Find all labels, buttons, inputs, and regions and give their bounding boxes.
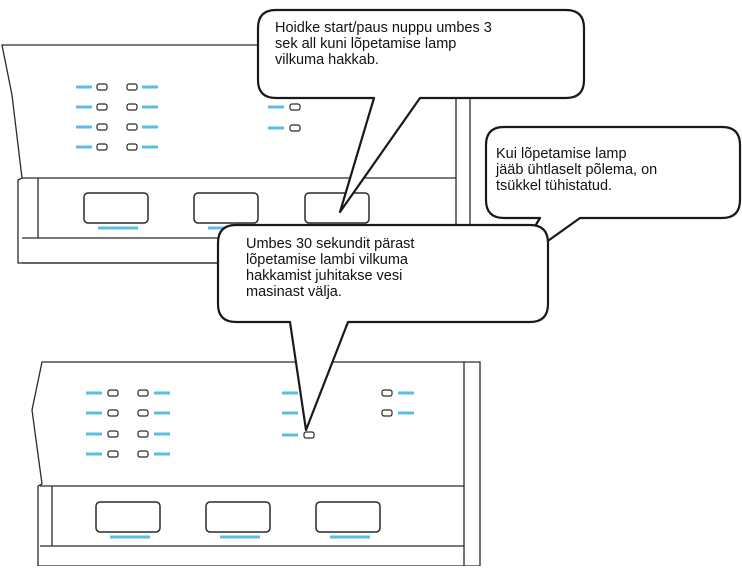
callout-water-drain: Umbes 30 sekundit pärast lõpetamise lamb… — [216, 223, 550, 432]
option-button[interactable] — [83, 192, 149, 224]
callout-line: hakkamist juhitakse vesi — [246, 268, 402, 284]
callout-line: masinast välja. — [246, 284, 342, 300]
callout-line: Kui lõpetamise lamp — [496, 146, 627, 162]
indicator-row — [76, 123, 158, 131]
indicator-row — [86, 450, 170, 458]
indicator-grid-top — [76, 83, 404, 151]
callout-line: tsükkel tühistatud. — [496, 178, 612, 194]
indicator-row — [86, 389, 170, 397]
callout-bubble — [216, 223, 550, 432]
callout-line: Hoidke start/paus nuppu umbes 3 — [275, 20, 492, 36]
callout-text: Hoidke start/paus nuppu umbes 3 sek all … — [275, 20, 496, 68]
callout-text: Kui lõpetamise lamp jääb ühtlaselt põlem… — [495, 146, 661, 194]
indicator-row — [76, 103, 158, 111]
callout-line: sek all kuni lõpetamise lamp — [275, 36, 456, 52]
indicator-row — [76, 143, 158, 151]
indicator-row — [86, 409, 170, 417]
status-indicator — [268, 103, 301, 111]
status-indicator — [381, 409, 414, 417]
finish-lamp — [282, 431, 315, 439]
indicator-row — [76, 83, 158, 91]
indicator-grid-bottom — [86, 389, 414, 458]
callout-bubble — [256, 8, 586, 214]
indicator-row — [86, 430, 170, 438]
callout-text: Umbes 30 sekundit pärast lõpetamise lamb… — [246, 236, 418, 300]
option-button[interactable] — [193, 192, 259, 224]
callout-line: Umbes 30 sekundit pärast — [246, 236, 414, 252]
option-button[interactable] — [95, 501, 161, 533]
callout-hold-button: Hoidke start/paus nuppu umbes 3 sek all … — [256, 8, 586, 214]
option-button[interactable] — [205, 501, 271, 533]
start-pause-button[interactable] — [315, 501, 381, 533]
status-indicator — [268, 124, 301, 132]
panel-buttons-top — [83, 192, 370, 230]
start-pause-button[interactable] — [304, 192, 370, 224]
callout-line: jääb ühtlaselt põlema, on — [495, 162, 657, 178]
callout-line: lõpetamise lambi vilkuma — [246, 252, 409, 268]
panel-buttons-bottom — [95, 501, 381, 539]
status-indicator — [381, 389, 414, 397]
callout-line: vilkuma hakkab. — [275, 52, 379, 68]
